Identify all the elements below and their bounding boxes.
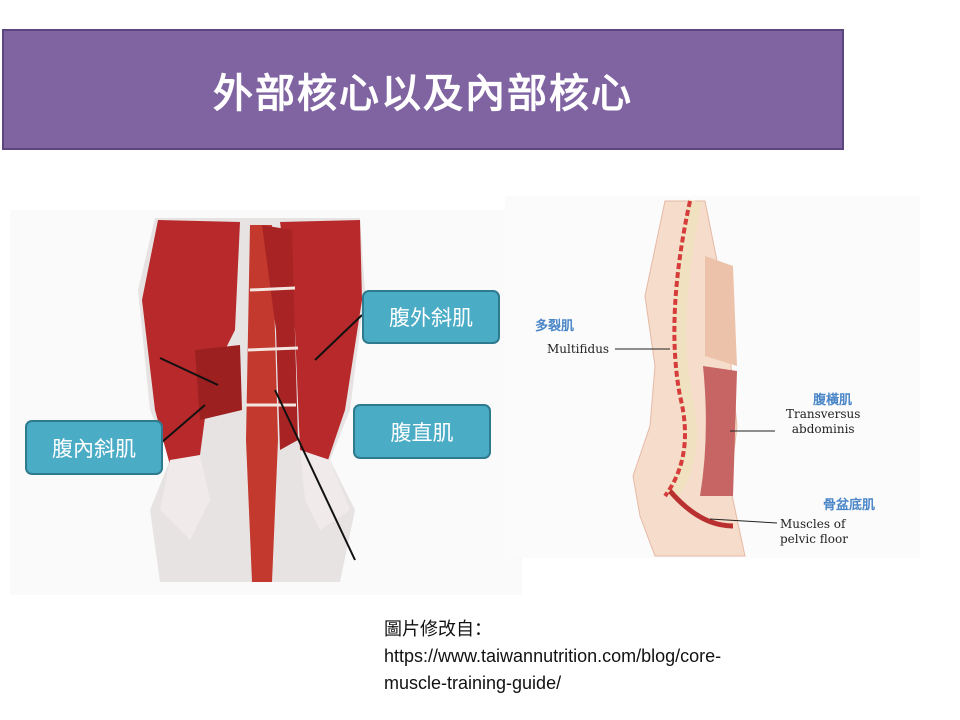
image-credit: 圖片修改自： https://www.taiwannutrition.com/b… — [384, 616, 864, 697]
torso-front-drawing — [138, 218, 365, 582]
label-line: abdominis — [791, 422, 855, 436]
callout-rectus-abdominis: 腹直肌 — [353, 404, 491, 459]
callout-internal-oblique: 腹內斜肌 — [25, 420, 163, 475]
label-line: Transversus — [786, 407, 861, 421]
label-multifidus-cn: 多裂肌 — [535, 319, 575, 334]
label-line: pelvic floor — [780, 532, 848, 546]
label-line: Muscles of — [780, 517, 846, 531]
label-transversus-cn: 腹橫肌 — [813, 393, 853, 408]
torso-side-drawing — [615, 199, 778, 557]
core-muscles-side-illustration — [505, 196, 920, 558]
credit-url-line2: muscle-training-guide/ — [384, 673, 562, 693]
abdominal-muscles-front-illustration — [10, 210, 522, 595]
label-pelvic-floor-cn: 骨盆底肌 — [823, 498, 876, 513]
label-multifidus-en: Multifidus — [547, 342, 610, 356]
slide-title: 外部核心以及內部核心 — [213, 70, 633, 117]
credit-url-line1: https://www.taiwannutrition.com/blog/cor… — [384, 646, 722, 666]
credit-label: 圖片修改自： — [384, 619, 492, 639]
callout-external-oblique: 腹外斜肌 — [362, 290, 500, 344]
slide-title-banner: 外部核心以及內部核心 — [2, 29, 844, 150]
